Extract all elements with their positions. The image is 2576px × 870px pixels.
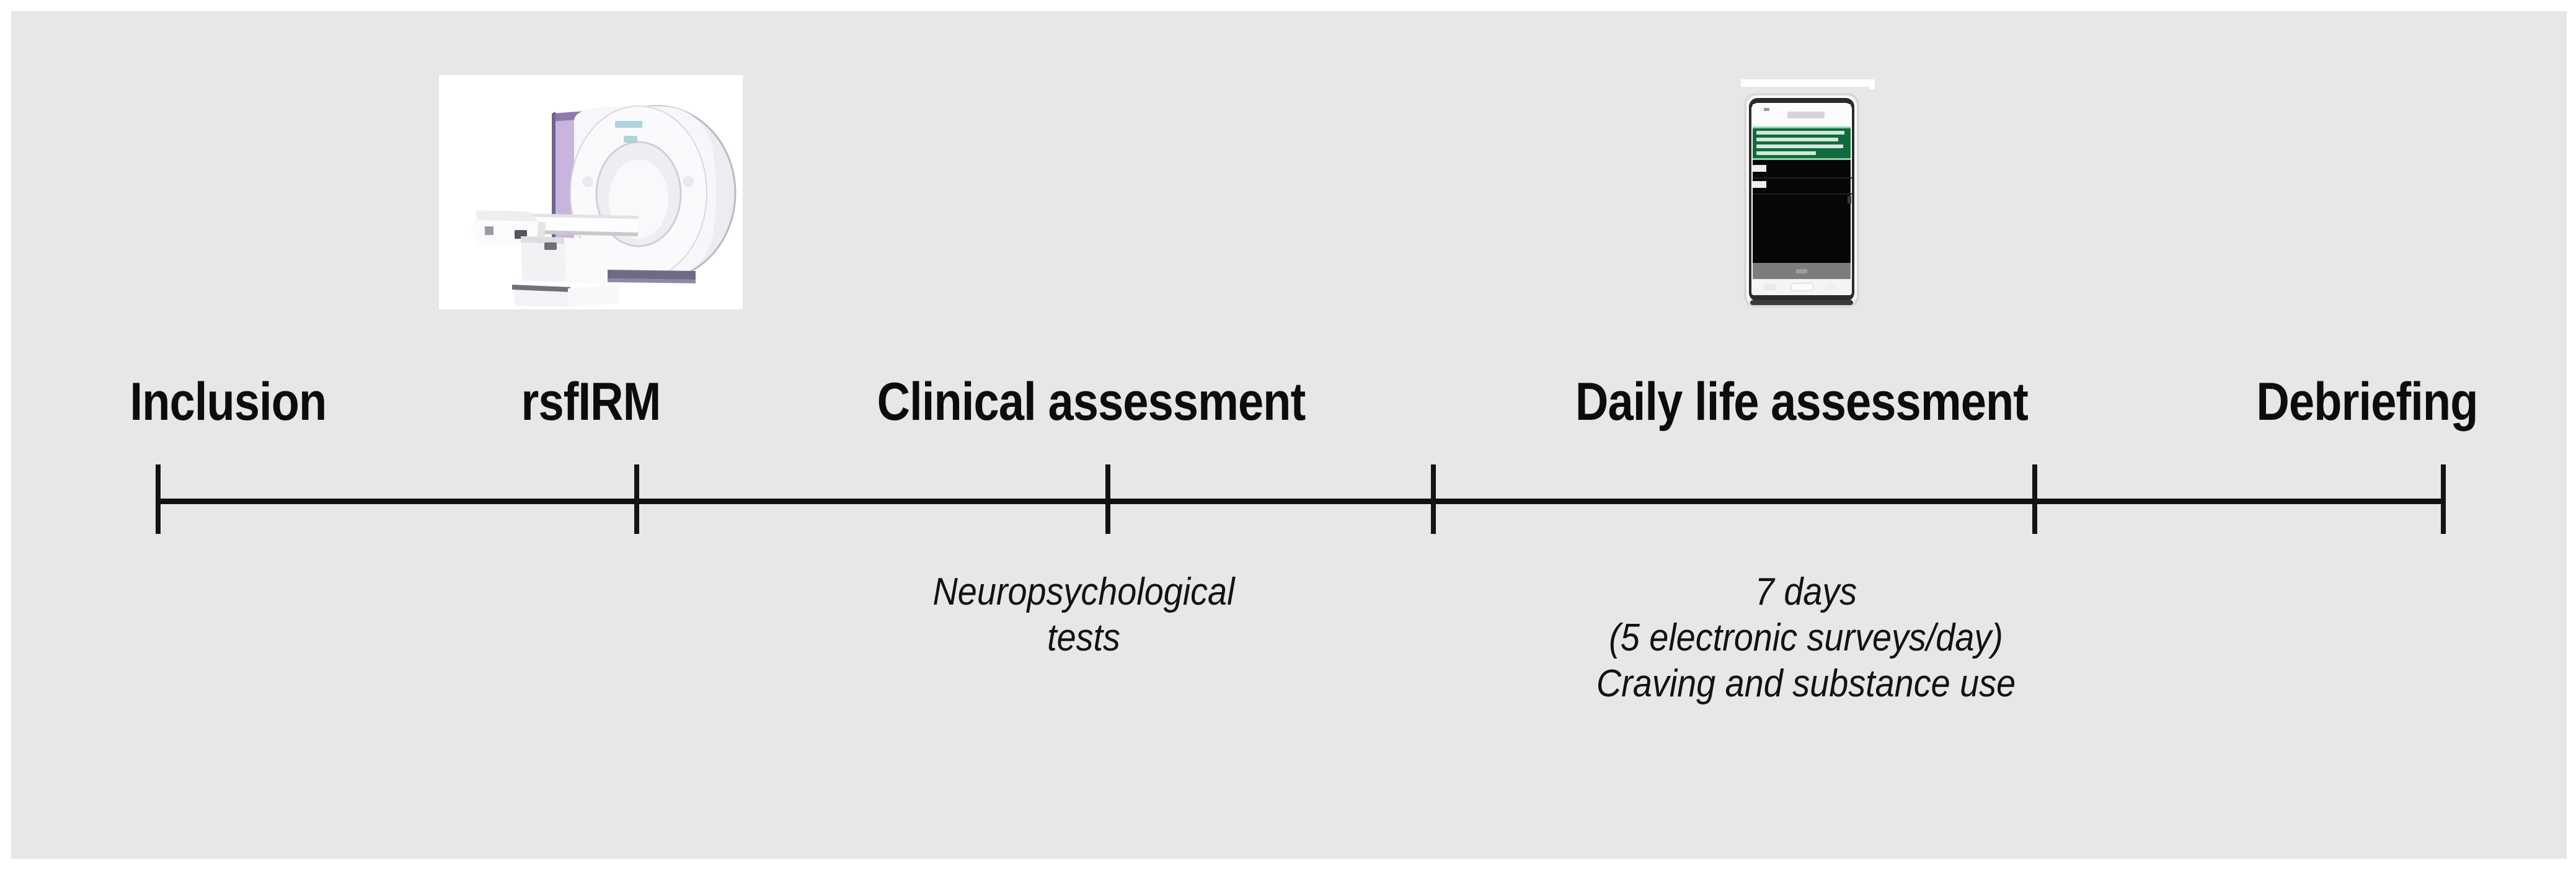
- mri-scanner-card: [439, 75, 743, 309]
- mri-scanner-icon: [453, 89, 743, 309]
- tick-clinical-start: [1105, 464, 1110, 534]
- note-line: Neuropsychological: [932, 570, 1235, 613]
- stage-label-inclusion: Inclusion: [130, 372, 327, 432]
- note-line: tests: [1047, 616, 1120, 659]
- stage-label-clinical-assessment: Clinical assessment: [877, 372, 1306, 432]
- mri-scanner-image: [453, 89, 743, 309]
- mri-card-top-strip: [439, 75, 728, 89]
- tick-rsfirm: [634, 464, 639, 534]
- smartphone-icon: [1734, 87, 1869, 315]
- timeline-axis-line: [156, 499, 2446, 504]
- tick-debriefing: [2441, 464, 2446, 534]
- smartphone-survey-image: [1734, 87, 1869, 315]
- note-neuropsychological-tests: Neuropsychological tests: [933, 569, 1235, 661]
- note-line: (5 electronic surveys/day): [1609, 616, 2003, 659]
- stage-label-rsfirm: rsfIRM: [521, 372, 662, 432]
- note-daily-life-details: 7 days (5 electronic surveys/day) Cravin…: [1596, 569, 2016, 707]
- tick-inclusion: [156, 464, 161, 534]
- study-design-figure: Inclusion rsfIRM Clinical assessment Dai…: [11, 11, 2567, 859]
- tick-daily-life-end: [2032, 464, 2037, 534]
- note-line: 7 days: [1755, 570, 1857, 613]
- stage-label-debriefing: Debriefing: [2256, 372, 2478, 432]
- note-line: Craving and substance use: [1596, 662, 2016, 705]
- tick-clinical-end: [1431, 464, 1436, 534]
- stage-label-daily-life-assessment: Daily life assessment: [1575, 372, 2029, 432]
